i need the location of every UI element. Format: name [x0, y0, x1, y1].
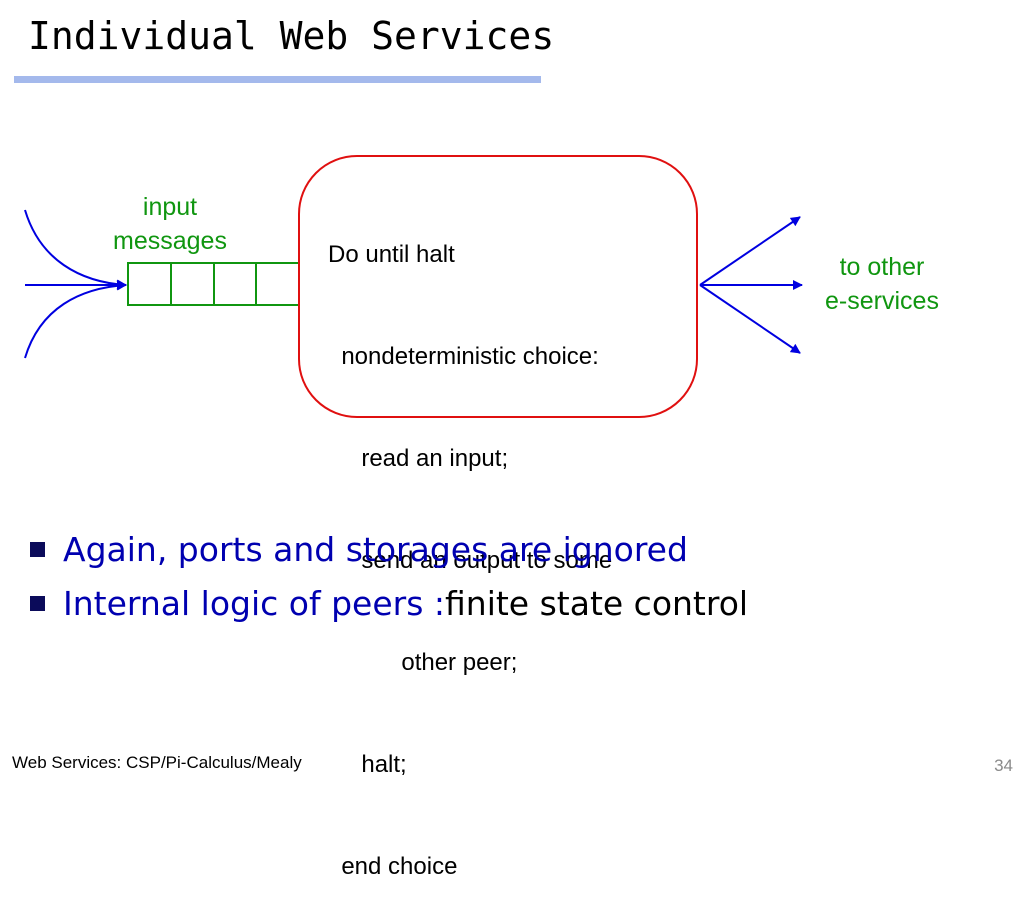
code-line: read an input;	[328, 445, 509, 472]
square-bullet-icon	[30, 541, 45, 557]
bullet-item: Again, ports and storages are ignored	[30, 522, 748, 576]
page-number: 34	[994, 756, 1013, 775]
square-bullet-icon	[30, 595, 45, 611]
incoming-arrow-top	[24, 209, 127, 290]
code-line: halt;	[328, 751, 407, 778]
peer-logic-pseudocode: Do until halt nondeterministic choice: r…	[328, 170, 612, 918]
message-queue	[127, 262, 300, 306]
code-line: end choice	[328, 853, 458, 880]
code-line: nondeterministic choice:	[328, 343, 599, 370]
outgoing-arrow-up	[699, 216, 801, 286]
slide-footer: Web Services: CSP/Pi-Calculus/Mealy	[12, 753, 302, 772]
code-line: Do until halt	[328, 241, 455, 268]
peer-logic-box	[298, 155, 698, 418]
input-messages-label: input messages	[113, 193, 227, 255]
bullet-list: Again, ports and storages are ignored In…	[30, 522, 748, 630]
code-line: other peer;	[328, 649, 518, 676]
code-line: send an output to some	[328, 547, 613, 574]
bullet-item: Internal logic of peers : finite state c…	[30, 576, 748, 630]
title-underline	[14, 76, 541, 83]
outgoing-arrow-down	[699, 284, 801, 354]
incoming-arrow-bottom	[24, 280, 127, 359]
slide-title: Individual Web Services	[28, 14, 555, 58]
other-eservices-label: to other e-services	[825, 253, 939, 315]
web-service-diagram	[24, 155, 803, 418]
